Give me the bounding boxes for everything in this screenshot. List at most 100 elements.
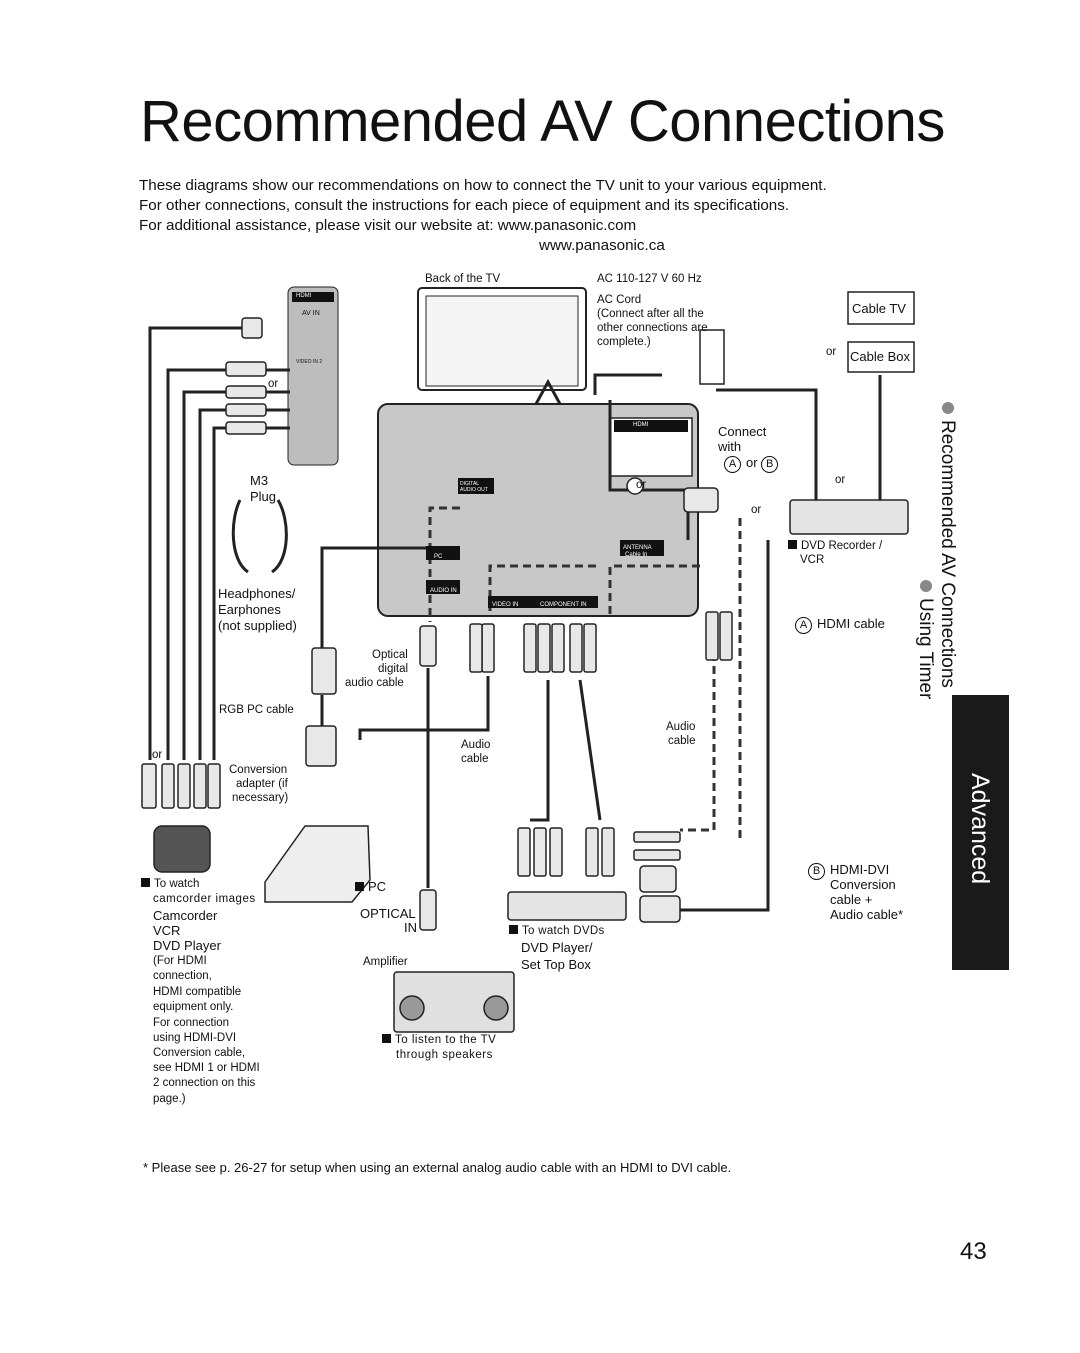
hdmi-note-line: 2 connection on this bbox=[153, 1077, 256, 1089]
hdmi-note-line: page.) bbox=[153, 1093, 186, 1105]
pc-text: PC bbox=[368, 879, 387, 894]
video-in-port-label: VIDEO IN bbox=[492, 602, 519, 608]
marker-b: B bbox=[808, 863, 825, 880]
or-label: or bbox=[152, 749, 163, 761]
camcorder-label: Camcorder bbox=[153, 908, 218, 923]
through-speakers-label: through speakers bbox=[396, 1049, 493, 1061]
side-section-nav-2: Using Timer bbox=[914, 580, 936, 699]
antenna-label: ANTENNA bbox=[623, 545, 652, 551]
bullet-icon bbox=[919, 580, 932, 592]
intro-line-3: For additional assistance, please visit … bbox=[139, 217, 637, 234]
optical-in-label: OPTICAL bbox=[360, 906, 416, 921]
headphones-label: Headphones/ bbox=[218, 586, 296, 601]
audio-cable-label: audio cable bbox=[345, 677, 404, 689]
or-label: or bbox=[835, 474, 846, 486]
ac-note-line: other connections are bbox=[597, 322, 708, 334]
conversion-label: Conversion bbox=[229, 764, 288, 776]
intro-paragraph: These diagrams show our recommendations … bbox=[139, 176, 939, 256]
optical-label: Optical bbox=[372, 649, 408, 661]
page-title: Recommended AV Connections bbox=[140, 89, 945, 154]
vcr-right-label: VCR bbox=[800, 554, 825, 566]
adapter-label: adapter (if bbox=[236, 778, 288, 790]
cable-box-label: Cable Box bbox=[850, 349, 910, 364]
to-watch-dvds-label: To watch DVDs bbox=[509, 924, 605, 938]
back-of-tv-label: Back of the TV bbox=[425, 273, 501, 285]
vga-plug-top bbox=[311, 647, 337, 695]
cable-label: cable bbox=[668, 735, 696, 747]
or-label: or bbox=[826, 346, 837, 358]
dvd-player2-label: DVD Player/ bbox=[521, 940, 593, 955]
plug-label: Plug bbox=[250, 489, 277, 504]
set-top-box-label: Set Top Box bbox=[521, 957, 591, 972]
vcr-label: VCR bbox=[153, 923, 181, 938]
hdmi-note-line: using HDMI-DVI bbox=[153, 1032, 237, 1044]
amplifier-label: Amplifier bbox=[363, 956, 408, 968]
dvd-recorder-text: DVD Recorder / bbox=[801, 540, 883, 552]
vga-plug-bottom bbox=[305, 725, 337, 767]
digital-audio-out-label: DIGITAL AUDIO OUT bbox=[460, 481, 488, 493]
hdmi-note-line: equipment only. bbox=[153, 1001, 234, 1013]
video-in-2-label: VIDEO IN 2 bbox=[296, 359, 323, 365]
not-supplied-label: (not supplied) bbox=[218, 618, 297, 633]
audio-label: Audio bbox=[666, 721, 696, 733]
necessary-label: necessary) bbox=[232, 792, 289, 804]
antenna-jack bbox=[626, 477, 644, 495]
laptop-device bbox=[264, 825, 371, 903]
hdmi-note-line: For connection bbox=[153, 1017, 230, 1029]
wall-outlet bbox=[699, 329, 725, 385]
side-section-nav: Recommended AV Connections bbox=[936, 402, 958, 688]
audio-label: Audio bbox=[461, 739, 491, 751]
marker-a: A bbox=[795, 617, 812, 634]
hdmi1-label: HDMI 1 bbox=[625, 436, 642, 442]
connect-label: Connect bbox=[718, 424, 767, 439]
hdmi-logo-side: HDMI bbox=[296, 293, 312, 299]
av-in-label: AV IN bbox=[302, 310, 320, 317]
ac-power-label: AC 110-127 V 60 Hz bbox=[597, 273, 702, 285]
hdmi-note-line: see HDMI 1 or HDMI bbox=[153, 1062, 260, 1074]
conversion2-label: Conversion bbox=[830, 877, 896, 892]
hdmi-dvi-text: HDMI-DVI bbox=[830, 862, 890, 877]
to-watch-text: To watch bbox=[154, 878, 200, 890]
ac-cord-label: AC Cord bbox=[597, 294, 642, 306]
with-label: with bbox=[718, 439, 742, 454]
hdmi-note-line: (For HDMI bbox=[153, 955, 207, 967]
or-label: or bbox=[268, 378, 279, 390]
cable-plus-label: cable + bbox=[830, 892, 873, 907]
dvd-player-device bbox=[507, 891, 627, 921]
hdmi-cable-label: A HDMI cable bbox=[795, 616, 885, 634]
side-item-using-timer: Using Timer bbox=[915, 598, 936, 700]
to-watch-label: To watch bbox=[141, 877, 199, 891]
digital-label: digital bbox=[378, 663, 409, 675]
advanced-tab: Advanced bbox=[952, 695, 1009, 970]
component-in-port-label: COMPONENT IN bbox=[540, 602, 587, 608]
m3-label: M3 bbox=[250, 473, 269, 488]
optical-plug bbox=[419, 625, 437, 667]
marker-b: B bbox=[761, 456, 779, 473]
or-label: or bbox=[751, 504, 762, 516]
hdmi-note-line: HDMI compatible bbox=[153, 986, 242, 998]
or-label: or bbox=[746, 455, 758, 470]
to-listen-text: To listen to the TV bbox=[395, 1034, 497, 1046]
camcorder-images-label: camcorder images bbox=[153, 893, 256, 905]
side-item-recommended: Recommended AV Connections bbox=[937, 420, 958, 688]
hdmi-note-line: Conversion cable, bbox=[153, 1047, 246, 1059]
audio-in-port-label: AUDIO IN bbox=[430, 588, 457, 594]
optical-in-label-2: IN bbox=[404, 920, 417, 935]
hdmi-logo-panel: HDMI bbox=[633, 422, 649, 428]
advanced-tab-label: Advanced bbox=[966, 773, 994, 885]
ac-note-line: complete.) bbox=[597, 336, 651, 348]
camcorder-device bbox=[153, 825, 211, 873]
hdmi-cable-text: HDMI cable bbox=[817, 616, 885, 631]
to-listen-label: To listen to the TV bbox=[382, 1033, 496, 1047]
earphones-label: Earphones bbox=[218, 602, 281, 617]
cable-in-label: Cable In bbox=[625, 552, 648, 558]
dvd-player-label: DVD Player bbox=[153, 938, 221, 953]
rgb-pc-cable-label: RGB PC cable bbox=[219, 704, 294, 716]
intro-line-2: For other connections, consult the instr… bbox=[139, 197, 790, 214]
pc-port-label: PC bbox=[434, 554, 443, 560]
cable-label: cable bbox=[461, 753, 489, 765]
hdmi2-label: HDMI 2 bbox=[660, 436, 677, 442]
intro-line-4: www.panasonic.ca bbox=[539, 237, 665, 254]
